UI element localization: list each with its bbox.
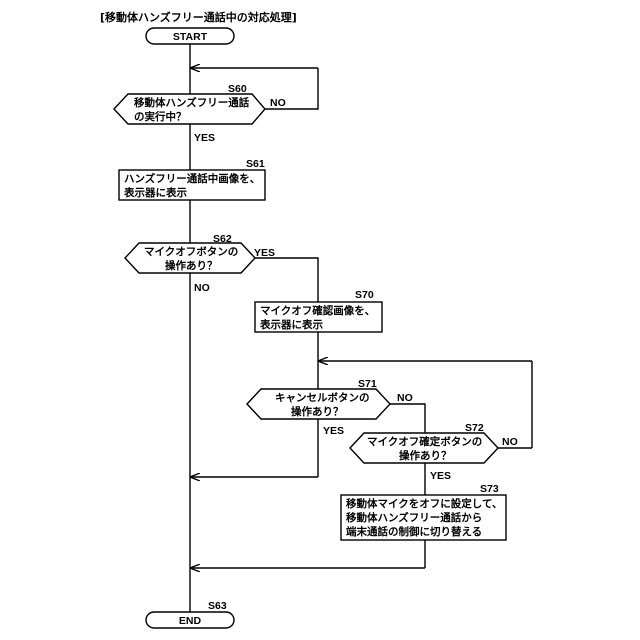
s60-line2: の実行中？ bbox=[134, 110, 187, 123]
s71-line2: 操作あり？ bbox=[291, 405, 344, 418]
s72-id: S72 bbox=[465, 422, 484, 434]
decision-s71: キャンセルボタンの 操作あり？ S71 NO YES bbox=[247, 378, 413, 437]
s73-id: S73 bbox=[480, 483, 499, 495]
s71-line1: キャンセルボタンの bbox=[275, 391, 370, 404]
s60-id: S60 bbox=[228, 83, 247, 95]
s62-no: NO bbox=[194, 282, 210, 294]
s62-yes: YES bbox=[254, 247, 275, 259]
s61-id: S61 bbox=[246, 158, 265, 170]
s60-yes: YES bbox=[194, 132, 215, 144]
s70-line1: マイクオフ確認画像を、 bbox=[260, 304, 375, 317]
s61-line1: ハンズフリー通話中画像を、 bbox=[124, 172, 260, 185]
diagram-title: [移動体ハンズフリー通話中の対応処理] bbox=[100, 10, 297, 24]
s62-id: S62 bbox=[213, 233, 232, 245]
s60-line1: 移動体ハンズフリー通話 bbox=[134, 96, 250, 109]
decision-s60: 移動体ハンズフリー通話 の実行中？ S60 NO YES bbox=[114, 83, 286, 144]
s61-line2: 表示器に表示 bbox=[123, 186, 187, 199]
s62-line1: マイクオフボタンの bbox=[144, 245, 238, 258]
s72-no: NO bbox=[502, 436, 518, 448]
s71-id: S71 bbox=[358, 378, 377, 390]
decision-s62: マイクオフボタンの 操作あり？ S62 YES NO bbox=[125, 233, 275, 294]
start-terminal: START bbox=[146, 28, 234, 44]
s71-yes: YES bbox=[323, 425, 344, 437]
process-s61: ハンズフリー通話中画像を、 表示器に表示 S61 bbox=[119, 158, 265, 200]
s73-line1: 移動体マイクをオフに設定して、 bbox=[346, 497, 502, 510]
s72-line2: 操作あり？ bbox=[399, 449, 452, 462]
decision-s72: マイクオフ確定ボタンの 操作あり？ S72 NO YES bbox=[350, 422, 518, 482]
end-label: END bbox=[179, 615, 202, 627]
process-s73: 移動体マイクをオフに設定して、 移動体ハンズフリー通話から 端末通話の制御に切り… bbox=[341, 483, 506, 540]
s73-line3: 端末通話の制御に切り替える bbox=[346, 525, 482, 538]
s60-no: NO bbox=[270, 97, 286, 109]
s63-id: S63 bbox=[208, 600, 227, 612]
s71-no: NO bbox=[397, 392, 413, 404]
s73-line2: 移動体ハンズフリー通話から bbox=[346, 511, 482, 524]
s72-yes: YES bbox=[430, 470, 451, 482]
s62-line2: 操作あり？ bbox=[165, 259, 218, 272]
start-label: START bbox=[173, 31, 208, 43]
s70-line2: 表示器に表示 bbox=[259, 318, 323, 331]
s72-line1: マイクオフ確定ボタンの bbox=[367, 435, 482, 448]
s70-id: S70 bbox=[355, 289, 374, 301]
